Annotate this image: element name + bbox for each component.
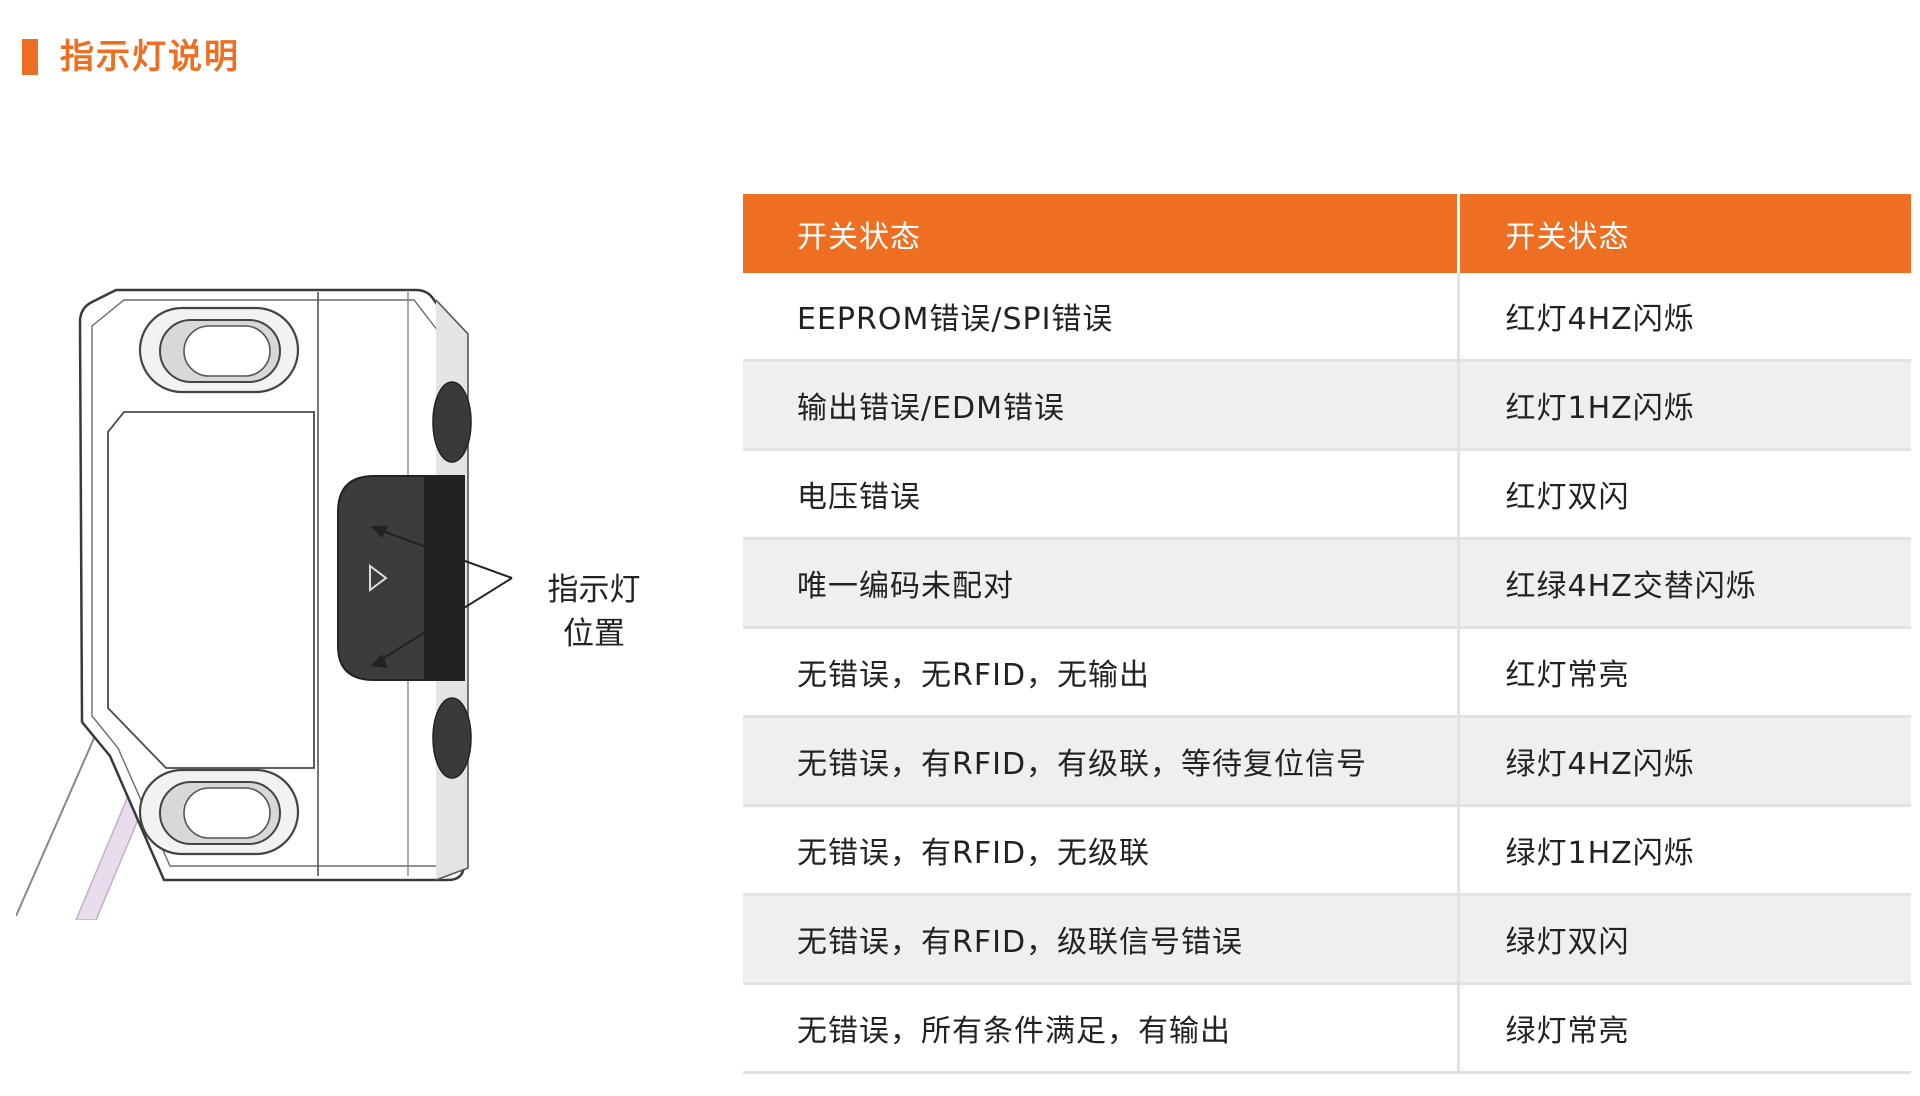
row-condition: 唯一编码未配对 <box>743 538 1458 629</box>
side-emitters <box>432 381 472 779</box>
sensor-drawing <box>16 288 513 920</box>
row-condition: EEPROM错误/SPI错误 <box>743 273 1458 362</box>
callout-line-2: 位置 <box>563 616 625 652</box>
sensor-figure: 指示灯 位置 <box>16 280 656 920</box>
table-row: 无错误，有RFID，无级联 绿灯1HZ闪烁 <box>743 805 1911 896</box>
row-indicator: 红绿4HZ交替闪烁 <box>1456 538 1911 629</box>
row-indicator: 绿灯4HZ闪烁 <box>1456 716 1911 807</box>
table-row: 输出错误/EDM错误 红灯1HZ闪烁 <box>743 360 1911 451</box>
table-row: 电压错误 红灯双闪 <box>743 449 1911 540</box>
table-row: 无错误，有RFID，有级联，等待复位信号 绿灯4HZ闪烁 <box>743 716 1911 807</box>
section-title: 指示灯说明 <box>60 37 240 77</box>
table-row: EEPROM错误/SPI错误 红灯4HZ闪烁 <box>743 273 1911 362</box>
mounting-hole-top <box>138 306 300 394</box>
row-condition: 无错误，无RFID，无输出 <box>743 627 1458 718</box>
table-row: 无错误，无RFID，无输出 红灯常亮 <box>743 627 1911 718</box>
row-condition: 无错误，所有条件满足，有输出 <box>743 983 1458 1074</box>
header-switch-state: 开关状态 <box>743 194 1458 273</box>
header-indicator-state: 开关状态 <box>1456 194 1911 273</box>
mounting-hole-bottom <box>138 768 300 856</box>
row-condition: 无错误，有RFID，级联信号错误 <box>743 894 1458 985</box>
row-indicator: 绿灯双闪 <box>1456 894 1911 985</box>
callout-line-1: 指示灯 <box>547 572 641 608</box>
row-indicator: 绿灯1HZ闪烁 <box>1456 805 1911 896</box>
row-condition: 无错误，有RFID，有级联，等待复位信号 <box>743 716 1458 807</box>
row-indicator: 绿灯常亮 <box>1456 983 1911 1074</box>
table-row: 无错误，有RFID，级联信号错误 绿灯双闪 <box>743 894 1911 985</box>
row-condition: 无错误，有RFID，无级联 <box>743 805 1458 896</box>
row-indicator: 红灯4HZ闪烁 <box>1456 273 1911 362</box>
table-row: 无错误，所有条件满足，有输出 绿灯常亮 <box>743 983 1911 1074</box>
indicator-window <box>337 475 465 681</box>
row-indicator: 红灯双闪 <box>1456 449 1911 540</box>
callout-leaders <box>370 526 513 668</box>
row-condition: 电压错误 <box>743 449 1458 540</box>
row-condition: 输出错误/EDM错误 <box>743 360 1458 451</box>
indicator-status-table: 开关状态 开关状态 EEPROM错误/SPI错误 红灯4HZ闪烁 输出错误/ED… <box>743 194 1911 1074</box>
table-row: 唯一编码未配对 红绿4HZ交替闪烁 <box>743 538 1911 629</box>
table-header-row: 开关状态 开关状态 <box>743 194 1911 273</box>
indicator-callout: 指示灯 位置 <box>524 568 664 656</box>
row-indicator: 红灯常亮 <box>1456 627 1911 718</box>
sensor-housing <box>78 288 469 882</box>
section-header: 指示灯说明 <box>22 34 240 80</box>
section-accent-bar <box>22 39 38 75</box>
row-indicator: 红灯1HZ闪烁 <box>1456 360 1911 451</box>
